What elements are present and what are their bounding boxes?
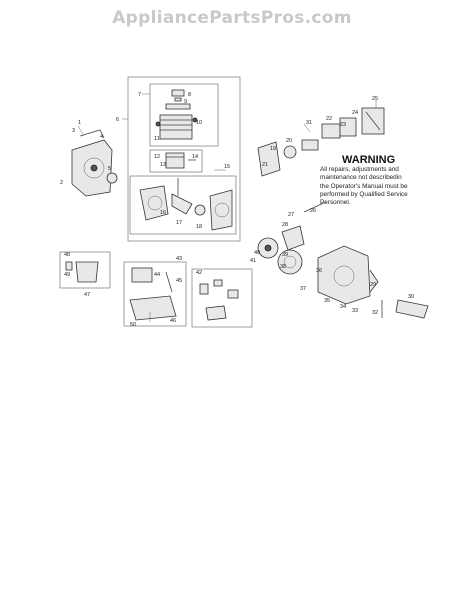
callout-45: 45 xyxy=(176,278,182,284)
callout-5: 5 xyxy=(108,166,111,172)
starter-housing xyxy=(71,129,118,197)
callout-44: 44 xyxy=(154,272,160,278)
callout-25: 25 xyxy=(372,96,378,102)
callout-21: 21 xyxy=(262,162,268,168)
callout-49: 49 xyxy=(64,272,70,278)
flywheel-group xyxy=(257,201,327,275)
callout-11: 11 xyxy=(154,136,160,142)
callout-10: 10 xyxy=(196,120,202,126)
assembly-box-piston xyxy=(149,149,203,173)
callout-48: 48 xyxy=(64,252,70,258)
warning-text: All repairs, adjustments and maintenance… xyxy=(320,166,408,207)
leader-lines xyxy=(77,93,377,322)
callout-41: 41 xyxy=(250,258,256,264)
callout-19: 19 xyxy=(270,146,276,152)
callout-labels: 1 2 3 4 5 6 7 8 9 10 11 12 13 14 15 16 1… xyxy=(60,92,414,328)
callout-39: 39 xyxy=(282,252,288,258)
callout-37: 37 xyxy=(300,286,306,292)
cylinder-group xyxy=(155,89,198,140)
callout-29: 29 xyxy=(370,282,376,288)
warning-title: WARNING xyxy=(342,154,396,166)
callout-50: 50 xyxy=(130,322,136,328)
warning-notice: WARNING All repairs, adjustments and mai… xyxy=(320,154,430,207)
callout-9: 9 xyxy=(184,99,187,105)
carburetor-group xyxy=(257,107,385,177)
callout-3: 3 xyxy=(72,128,75,134)
callout-6: 6 xyxy=(116,117,119,123)
assembly-box-7 xyxy=(149,83,219,147)
callout-30: 30 xyxy=(408,294,414,300)
callout-38: 38 xyxy=(280,264,286,270)
callout-20: 20 xyxy=(286,138,292,144)
callout-23: 23 xyxy=(340,122,346,128)
callout-31: 31 xyxy=(306,120,312,126)
callout-12: 12 xyxy=(154,154,160,160)
callout-7: 7 xyxy=(138,92,141,98)
callout-42: 42 xyxy=(196,270,202,276)
fuel-tank-group xyxy=(65,261,177,321)
callout-36: 36 xyxy=(316,268,322,274)
callout-26: 26 xyxy=(310,208,316,214)
assembly-box-6 xyxy=(127,76,241,242)
callout-28: 28 xyxy=(282,222,288,228)
callout-35: 35 xyxy=(324,298,330,304)
piston-group xyxy=(165,152,196,169)
callout-15: 15 xyxy=(224,164,230,170)
callout-34: 34 xyxy=(340,304,346,310)
assembly-box-15 xyxy=(129,175,237,235)
callout-40: 40 xyxy=(254,250,260,256)
callout-43: 43 xyxy=(176,256,182,262)
assembly-box-43 xyxy=(123,261,187,327)
engine-housing xyxy=(317,245,429,319)
crankcase-group xyxy=(139,178,233,231)
callout-32: 32 xyxy=(372,310,378,316)
assembly-box-42 xyxy=(191,268,253,328)
callout-17: 17 xyxy=(176,220,182,226)
callout-4: 4 xyxy=(100,134,103,140)
callout-18: 18 xyxy=(196,224,202,230)
callout-14: 14 xyxy=(192,154,198,160)
callout-13: 13 xyxy=(160,162,166,168)
callout-2: 2 xyxy=(60,180,63,186)
callout-8: 8 xyxy=(188,92,191,98)
assembly-box-47 xyxy=(59,251,111,289)
gasket-set xyxy=(199,279,239,321)
callout-16: 16 xyxy=(160,210,166,216)
callout-47: 47 xyxy=(84,292,90,298)
callout-1: 1 xyxy=(78,120,81,126)
watermark: AppliancePartsPros.com xyxy=(112,8,352,28)
callout-46: 46 xyxy=(170,318,176,324)
callout-22: 22 xyxy=(326,116,332,122)
callout-24: 24 xyxy=(352,110,358,116)
callout-27: 27 xyxy=(288,212,294,218)
callout-33: 33 xyxy=(352,308,358,314)
